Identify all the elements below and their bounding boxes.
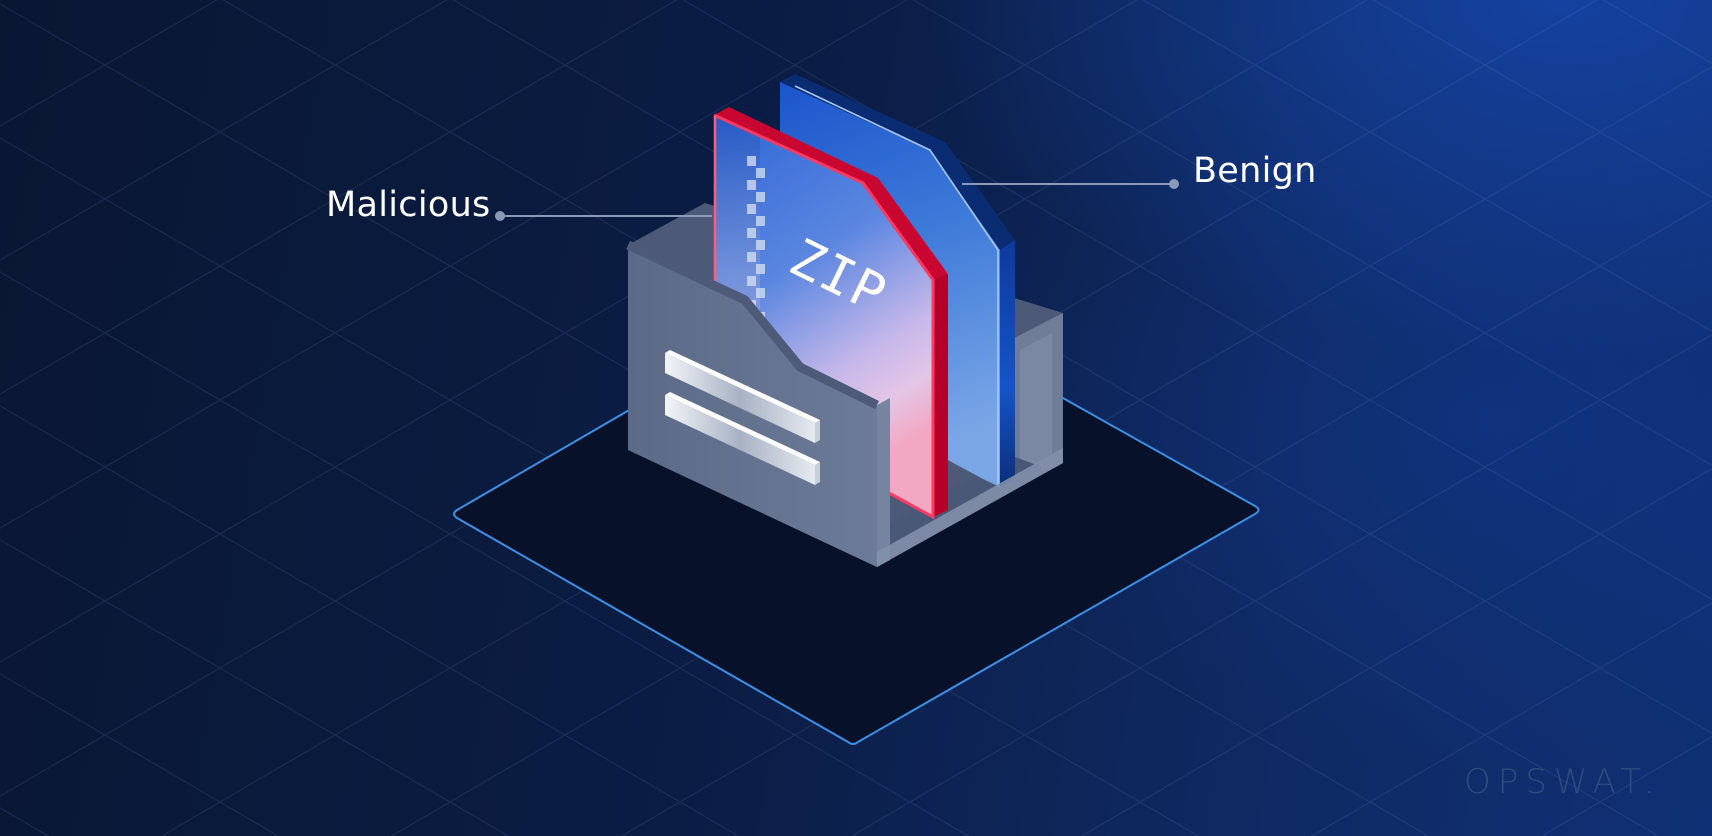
benign-leader-line	[962, 179, 1179, 189]
malicious-leader-line	[495, 211, 712, 221]
malicious-dot-icon	[495, 211, 505, 221]
label-stripe	[665, 395, 815, 485]
opswat-logo: OPSWAT.	[1464, 762, 1662, 802]
organizer-tray-front	[626, 240, 1063, 567]
benign-dot-icon	[1169, 179, 1179, 189]
label-stripe	[665, 353, 815, 443]
benign-label: Benign	[1193, 151, 1317, 191]
malicious-label: Malicious	[326, 185, 491, 225]
